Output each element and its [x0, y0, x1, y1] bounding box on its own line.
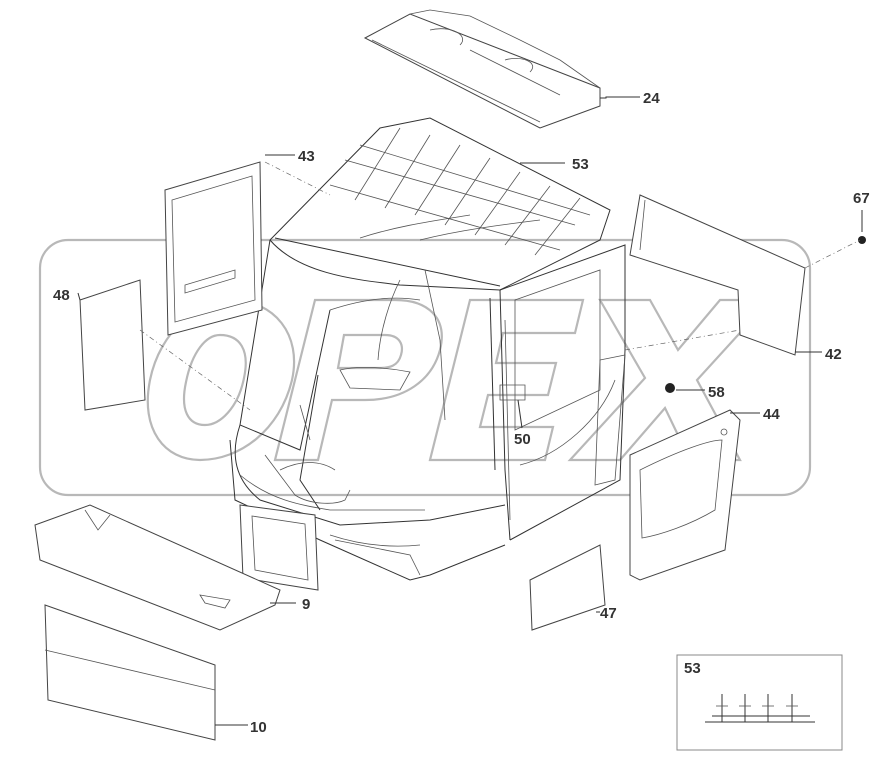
panel-47: [529, 544, 606, 631]
part-50: [499, 384, 526, 401]
callout-42: 42: [825, 346, 842, 363]
callout-labels: 24 43 53 67 48 42 58 44 50 9 47 10: [53, 90, 870, 736]
part-58: [665, 383, 675, 393]
roof-panel: [363, 9, 601, 129]
callout-10: 10: [250, 719, 267, 736]
callout-44: 44: [763, 406, 780, 423]
detail-frame-sketch: [705, 694, 815, 723]
roof-frame: [269, 117, 611, 291]
callout-67: 67: [853, 190, 870, 207]
panel-48: [79, 279, 146, 411]
part-9: [239, 504, 319, 591]
part-67: [858, 236, 866, 244]
callout-58: 58: [708, 384, 725, 401]
callout-53: 53: [572, 156, 589, 173]
alignment-lines: [139, 161, 861, 411]
detail-box-label: 53: [684, 660, 701, 677]
callout-9: 9: [302, 596, 310, 613]
door-44: [629, 409, 741, 581]
callout-50: 50: [514, 431, 531, 448]
leader-lines: [77, 96, 863, 726]
callout-43: 43: [298, 148, 315, 165]
part-10: [34, 504, 281, 741]
panel-43: [164, 161, 263, 336]
callout-24: 24: [643, 90, 660, 107]
callout-48: 48: [53, 287, 70, 304]
detail-box-53: 53: [676, 654, 843, 751]
callout-47: 47: [600, 605, 617, 622]
